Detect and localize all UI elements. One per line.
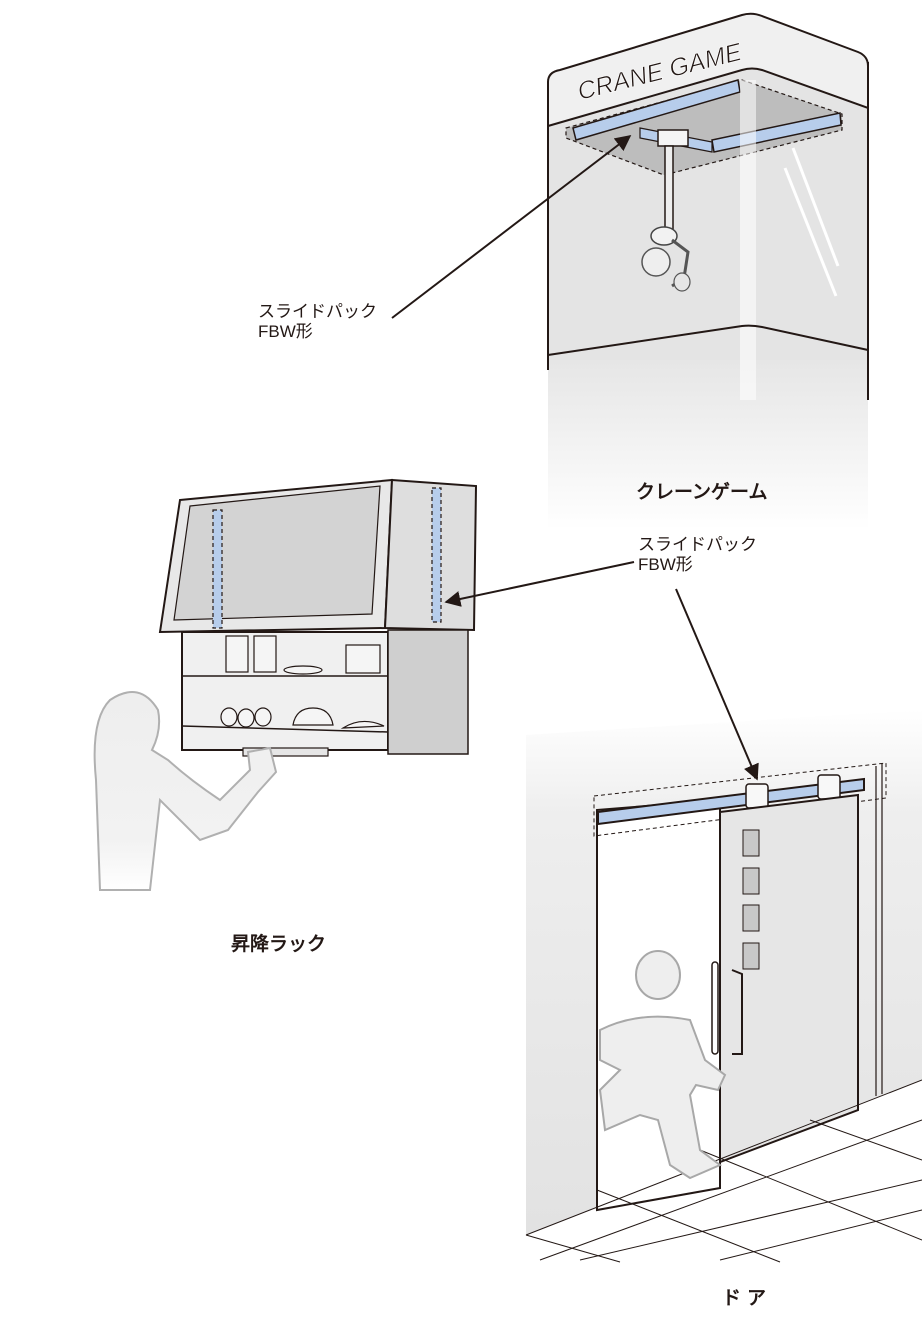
canister [253, 635, 277, 673]
door-scene [525, 710, 922, 1263]
lift-rack-caption: 昇降ラック [231, 934, 327, 955]
crane-callout-line1: スライドパック [258, 302, 377, 321]
crane-callout-line2: FBW形 [258, 322, 313, 341]
lift-rack-handle [242, 747, 329, 757]
door-callout-arrow [675, 588, 759, 781]
crane-claw-with-toy [641, 226, 691, 292]
child-figure [598, 950, 727, 1180]
glass-highlight [783, 167, 838, 297]
sliding-door-panel [719, 793, 859, 1164]
cup [237, 708, 255, 728]
door-roller [745, 783, 769, 809]
crane-carriage [657, 129, 689, 147]
crane-cabinet-fade [548, 360, 868, 530]
slide-pack-right-guide [431, 487, 442, 623]
lift-rack-side-panel [387, 629, 469, 755]
bowl [292, 707, 334, 726]
crane-callout-arrow [391, 135, 632, 319]
lift-rack-cabinet [158, 478, 478, 757]
floor-tiles [525, 1079, 922, 1263]
door-opening [596, 798, 721, 1212]
door-window [742, 942, 760, 970]
door-window [742, 867, 760, 895]
lift-rack-callout-arrow [444, 561, 635, 607]
door-callout-label: スライドパック FBW形 [638, 535, 757, 575]
crane-game-caption: クレーンゲーム [636, 482, 768, 503]
juicer [283, 665, 323, 675]
plate [340, 720, 385, 729]
door-roller [817, 774, 841, 800]
crane-callout-label: スライドパック FBW形 [258, 302, 377, 342]
cup [220, 707, 238, 727]
door-callout-line2: FBW形 [638, 555, 693, 574]
lift-rack-upper-side [383, 478, 478, 632]
door-handle [731, 969, 743, 1055]
canister [225, 635, 249, 673]
rice-cooker [345, 644, 381, 674]
door-window [742, 904, 760, 932]
door-slide-rail [597, 777, 865, 826]
door-caption: ドア [722, 1288, 773, 1309]
door-edge-pull [711, 961, 719, 1055]
cup [254, 707, 272, 727]
crane-base-band [547, 324, 869, 356]
glass-highlight [791, 147, 840, 267]
door-callout-line1: スライドパック [638, 535, 757, 554]
shelf-divider [181, 725, 389, 733]
crane-game-machine: CRANE GAME [547, 12, 869, 530]
woman-figure [93, 691, 278, 891]
slide-pack-left-guide [212, 509, 223, 629]
crane-top-header [547, 12, 869, 128]
crane-pole [664, 145, 674, 237]
lift-rack-glass-panel [173, 485, 381, 621]
door-window [742, 829, 760, 857]
glass-sheen [740, 80, 756, 400]
